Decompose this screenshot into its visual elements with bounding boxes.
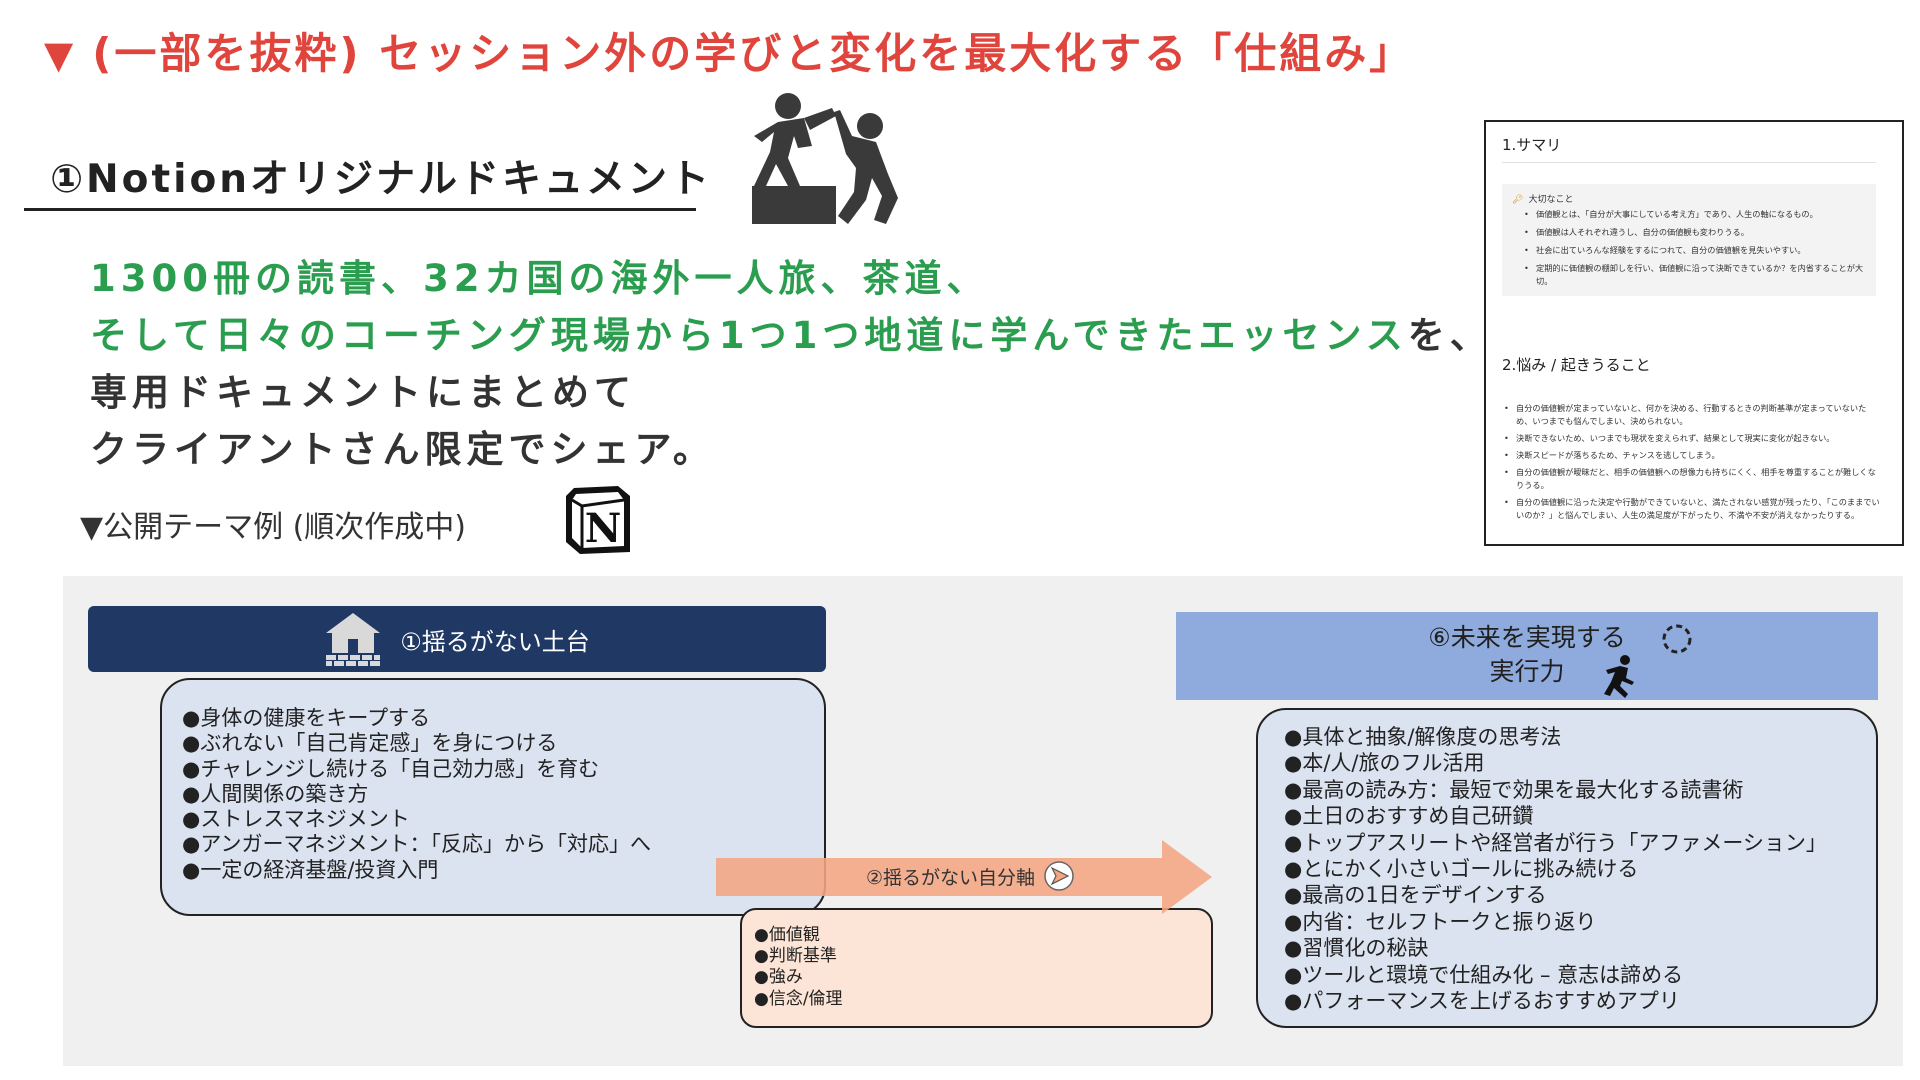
- self-axis-header: ②揺るがない自分軸: [866, 860, 1075, 892]
- list-item: 決断できないため、いつまでも現状を変えられず、結果として現実に変化が起きない。: [1504, 432, 1882, 445]
- notion-logo-icon: N: [566, 486, 630, 554]
- execution-title-line-1: ⑥未来を実現する: [1428, 623, 1626, 652]
- list-item: 社会に出ていろんな経験をするにつれて、自分の価値観を見失いやすい。: [1524, 244, 1868, 257]
- list-item: 定期的に価値観の棚卸しを行い、価値観に沿って決断できているか？を内省することが大…: [1524, 262, 1868, 288]
- preview-callout: 🔑︎大切なこと 価値観とは、「自分が大事にしている考え方」であり、人生の軸になる…: [1502, 184, 1876, 296]
- theme-example-label: ▼公開テーマ例 (順次作成中): [80, 510, 467, 545]
- list-item: ●とにかく小さいゴールに挑み続ける: [1284, 857, 1639, 882]
- list-item: 自分の価値観が曖昧だと、相手の価値観への想像力も持ちにくく、相手を尊重することが…: [1504, 466, 1882, 492]
- lead-line-1: 1300冊の読書、32カ国の海外一人旅、茶道、: [90, 257, 989, 300]
- lead-line-3: 専用ドキュメントにまとめて: [90, 371, 636, 414]
- self-axis-list: ●価値観 ●判断基準 ●強み ●信念/倫理: [754, 925, 843, 1010]
- self-axis-title: ②揺るがない自分軸: [866, 866, 1036, 889]
- runner-icon: [1604, 655, 1634, 698]
- list-item: ●人間関係の築き方: [182, 781, 369, 806]
- callout-list: 価値観とは、「自分が大事にしている考え方」であり、人生の軸になるもの。 価値観は…: [1524, 208, 1868, 293]
- key-icon: 🔑︎: [1512, 195, 1524, 205]
- foundation-list: ●身体の健康をキープする ●ぶれない「自己肯定感」を身につける ●チャレンジし続…: [182, 706, 651, 883]
- list-item: ●身体の健康をキープする: [182, 706, 431, 730]
- foundation-header: ①揺るがない土台: [88, 606, 826, 672]
- lead-line-2: そして日々のコーチング現場から1つ1つ地道に学んできたエッセンスを、: [90, 314, 1492, 357]
- list-item: ●最高の1日をデザインする: [1284, 883, 1547, 908]
- list-item: 自分の価値観に沿った決定や行動ができていないと、満たされない感覚が残ったり、「こ…: [1504, 496, 1882, 522]
- arrow-circle-icon: [1044, 861, 1074, 891]
- page-title: ▼ (一部を抜粋) セッション外の学びと変化を最大化する「仕組み」: [44, 20, 1414, 81]
- list-item: ●習慣化の秘訣: [1284, 936, 1429, 961]
- list-item: ●強み: [754, 967, 803, 988]
- execution-title-line-2: 実行力: [1489, 657, 1565, 686]
- lead-line-4: クライアントさん限定でシェア。: [90, 428, 715, 471]
- list-item: ●判断基準: [754, 946, 837, 967]
- callout-title: 🔑︎大切なこと: [1512, 195, 1574, 205]
- list-item: 自分の価値観が定まっていないと、何かを決める、行動するときの判断基準が定まってい…: [1504, 402, 1882, 428]
- list-item: ●土日のおすすめ自己研鑽: [1284, 804, 1534, 829]
- title-triangle-icon: ▼: [44, 33, 77, 77]
- execution-header: ⑥未来を実現する 実行力: [1176, 612, 1878, 700]
- list-item: ●具体と抽象/解像度の思考法: [1284, 725, 1562, 749]
- list-item: ●価値観: [754, 925, 820, 945]
- self-axis-box: ●価値観 ●判断基準 ●強み ●信念/倫理: [740, 908, 1213, 1028]
- preview-divider: [1502, 162, 1876, 163]
- house-icon: [326, 613, 381, 666]
- list-item: ●ぶれない「自己肯定感」を身につける: [182, 731, 558, 756]
- self-axis-arrow: [716, 840, 1212, 914]
- list-item: ●最高の読み方：最短で効果を最大化する読書術: [1284, 777, 1744, 802]
- title-text: (一部を抜粋) セッション外の学びと変化を最大化する「仕組み」: [92, 29, 1415, 78]
- handshake-climb-icon: [752, 93, 898, 224]
- doc-heading: ①Notionオリジナルドキュメント: [24, 148, 709, 211]
- list-item: ●パフォーマンスを上げるおすすめアプリ: [1284, 989, 1680, 1014]
- list-item: 価値観とは、「自分が大事にしている考え方」であり、人生の軸になるもの。: [1524, 208, 1868, 221]
- preview-heading-issues: 2.悩み / 起きうること: [1502, 356, 1651, 374]
- list-item: 決断スピードが落ちるため、チャンスを逃してしまう。: [1504, 449, 1882, 462]
- list-item: ●信念/倫理: [754, 988, 843, 1009]
- spinner-icon: [1662, 624, 1692, 654]
- execution-list: ●具体と抽象/解像度の思考法 ●本/人/旅のフル活用 ●最高の読み方：最短で効果…: [1284, 724, 1827, 1014]
- list-item: ●本/人/旅のフル活用: [1284, 751, 1485, 776]
- list-item: 価値観は人それぞれ違うし、自分の価値観も変わりうる。: [1524, 226, 1868, 239]
- list-item: ●トップアスリートや経営者が行う「アファメーション」: [1284, 830, 1827, 855]
- notion-document-preview: 1.サマリ 🔑︎大切なこと 価値観とは、「自分が大事にしている考え方」であり、人…: [1484, 120, 1904, 546]
- notion-logo-letter: N: [585, 505, 622, 552]
- list-item: ●ストレスマネジメント: [182, 807, 410, 832]
- preview-heading-summary: 1.サマリ: [1502, 136, 1562, 154]
- foundation-title: ①揺るがない土台: [400, 627, 590, 656]
- list-item: ●ツールと環境で仕組み化 – 意志は諦める: [1284, 962, 1684, 987]
- list-item: ●一定の経済基盤/投資入門: [182, 857, 439, 882]
- preview-issue-list: 自分の価値観が定まっていないと、何かを決める、行動するときの判断基準が定まってい…: [1504, 402, 1882, 526]
- foundation-box: ●身体の健康をキープする ●ぶれない「自己肯定感」を身につける ●チャレンジし続…: [160, 678, 826, 916]
- list-item: ●内省：セルフトークと振り返り: [1284, 909, 1597, 934]
- list-item: ●チャレンジし続ける「自己効力感」を育む: [182, 756, 600, 781]
- execution-box: ●具体と抽象/解像度の思考法 ●本/人/旅のフル活用 ●最高の読み方：最短で効果…: [1256, 708, 1878, 1028]
- list-item: ●アンガーマネジメント：「反応」から「対応」へ: [182, 832, 651, 857]
